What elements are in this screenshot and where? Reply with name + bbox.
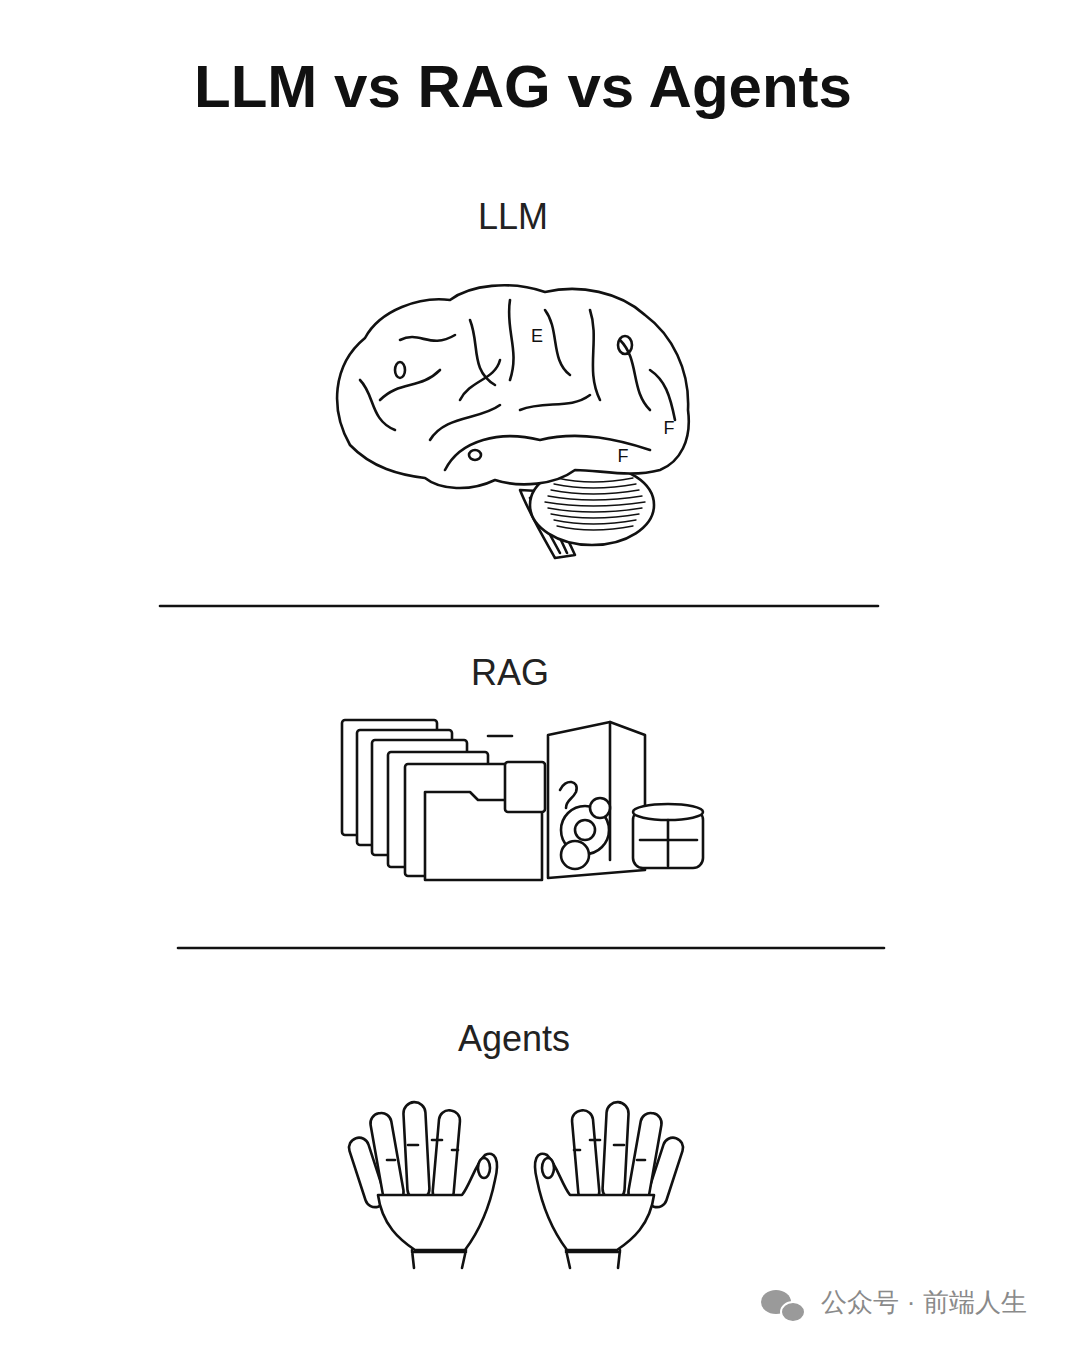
cerebellum-stroke <box>551 514 639 518</box>
section-heading: LLM <box>478 196 548 237</box>
cerebellum-stroke <box>548 508 642 512</box>
cerebellum-stroke <box>557 526 633 530</box>
divider-line <box>178 947 884 950</box>
section-heading: Agents <box>458 1018 570 1059</box>
hand-illustration <box>535 1102 686 1268</box>
cerebellum-stroke <box>548 496 642 500</box>
brain-letter: E <box>531 326 543 347</box>
cerebellum-stroke <box>557 478 633 482</box>
hand-illustration <box>346 1102 497 1268</box>
cerebellum-stroke <box>551 490 639 494</box>
diagram-title: LLM vs RAG vs Agents <box>194 52 852 121</box>
brain-illustration <box>337 285 689 558</box>
wechat-icon <box>761 1290 805 1322</box>
documents-illustration <box>342 720 703 880</box>
brain-letter: F <box>664 418 675 439</box>
divider-line <box>160 605 878 608</box>
cerebellum-stroke <box>554 484 636 488</box>
section-heading: RAG <box>471 652 549 693</box>
brain-letter: F <box>618 446 629 467</box>
watermark: 公众号 · 前端人生 <box>821 1288 1026 1318</box>
cerebellum-stroke <box>545 502 645 506</box>
cerebellum-stroke <box>554 520 636 524</box>
